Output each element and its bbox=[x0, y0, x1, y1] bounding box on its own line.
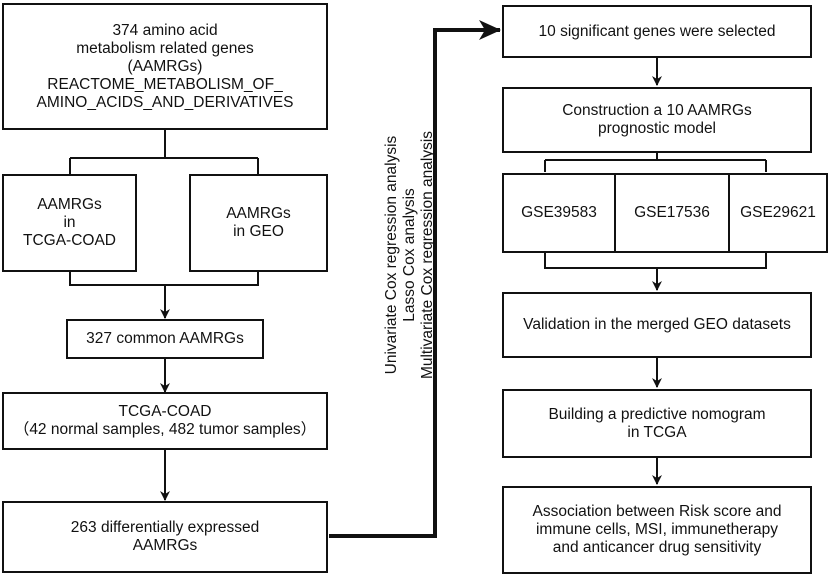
gse39583-text: GSE39583 bbox=[521, 204, 597, 221]
amino-acid-genes-line-1: 374 amino acid bbox=[112, 21, 218, 39]
association-line-3: and anticancer drug sensitivity bbox=[552, 539, 762, 556]
selected-genes-box: 10 significant genes were selected bbox=[502, 5, 812, 58]
nomogram-line-1: Building a predictive nomogram bbox=[548, 405, 766, 423]
aamrgs-geo-line-2: in GEO bbox=[233, 223, 284, 240]
gse17536-text: GSE17536 bbox=[634, 204, 710, 221]
aamrgs-tcga-line-3: TCGA-COAD bbox=[23, 232, 116, 249]
gse29621-text: GSE29621 bbox=[740, 204, 816, 221]
differential-genes-line-2: AAMRGs bbox=[132, 537, 198, 554]
amino-acid-genes-line-5: AMINO_ACIDS_AND_DERIVATIVES bbox=[36, 93, 294, 111]
gse29621-box: GSE29621 bbox=[728, 173, 828, 253]
tcga-samples-box: TCGA-COAD （42 normal samples, 482 tumor … bbox=[2, 392, 328, 450]
aamrgs-tcga-line-2: in bbox=[63, 214, 76, 231]
aamrgs-tcga-line-1: AAMRGs bbox=[37, 196, 102, 213]
tcga-samples-line-1: TCGA-COAD bbox=[118, 403, 212, 420]
amino-acid-genes-box: 374 amino acid metabolism related genes … bbox=[2, 3, 328, 130]
validation-text: Validation in the merged GEO datasets bbox=[523, 316, 791, 333]
analysis-univariate: Univariate Cox regression analysis bbox=[383, 135, 400, 375]
prognostic-model-box: Construction a 10 AAMRGs prognostic mode… bbox=[502, 87, 812, 153]
analysis-multivariate: Multivariate Cox regression analysis bbox=[419, 130, 436, 380]
amino-acid-genes-line-3: (AAMRGs) bbox=[127, 57, 203, 75]
gse17536-box: GSE17536 bbox=[614, 173, 730, 253]
nomogram-box: Building a predictive nomogram in TCGA bbox=[502, 389, 812, 458]
association-line-1: Association between Risk score and bbox=[532, 503, 782, 520]
prognostic-model-line-2: prognostic model bbox=[597, 120, 717, 137]
selected-genes-text: 10 significant genes were selected bbox=[538, 22, 776, 40]
differential-genes-line-1: 263 differentially expressed bbox=[70, 519, 260, 536]
validation-box: Validation in the merged GEO datasets bbox=[502, 292, 812, 358]
common-aamrgs-text: 327 common AAMRGs bbox=[86, 330, 244, 347]
association-line-2: immune cells, MSI, immunetherapy bbox=[535, 521, 779, 538]
nomogram-line-2: in TCGA bbox=[627, 423, 687, 441]
association-box: Association between Risk score and immun… bbox=[502, 486, 812, 574]
common-aamrgs-box: 327 common AAMRGs bbox=[66, 319, 264, 359]
amino-acid-genes-line-4: REACTOME_METABOLISM_OF_ bbox=[47, 75, 283, 93]
analysis-lasso: Lasso Cox analysis bbox=[401, 188, 418, 322]
gse39583-box: GSE39583 bbox=[502, 173, 616, 253]
differential-genes-box: 263 differentially expressed AAMRGs bbox=[2, 501, 328, 573]
amino-acid-genes-line-2: metabolism related genes bbox=[76, 39, 254, 57]
prognostic-model-line-1: Construction a 10 AAMRGs bbox=[562, 102, 752, 119]
tcga-samples-line-2: （42 normal samples, 482 tumor samples） bbox=[13, 421, 317, 438]
aamrgs-geo-box: AAMRGs in GEO bbox=[189, 174, 328, 272]
aamrgs-tcga-box: AAMRGs in TCGA-COAD bbox=[2, 174, 137, 272]
aamrgs-geo-line-1: AAMRGs bbox=[226, 205, 291, 222]
